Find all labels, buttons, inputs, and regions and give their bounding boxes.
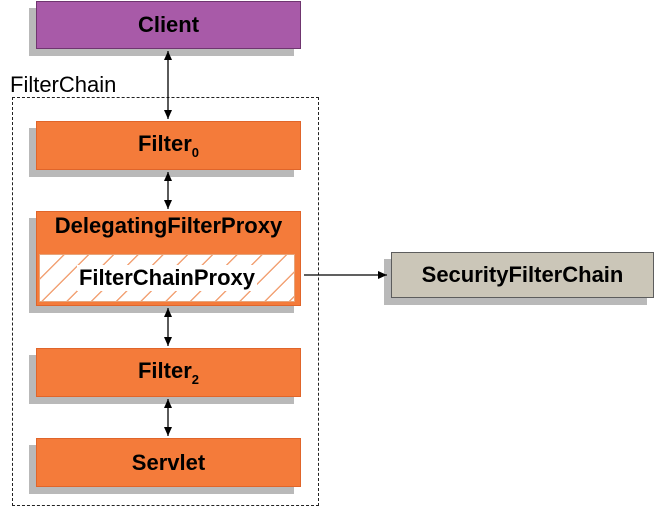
client-label: Client <box>137 12 200 37</box>
servlet-label: Servlet <box>131 449 206 475</box>
filter0-node: Filter0 <box>36 121 301 170</box>
filterchain-label: FilterChain <box>10 72 117 97</box>
filter2-node: Filter2 <box>36 348 301 397</box>
filter-chain-proxy-node: FilterChainProxy <box>39 254 295 302</box>
client-node: Client <box>36 1 301 49</box>
servlet-node: Servlet <box>36 438 301 487</box>
filter-chain-proxy-label: FilterChainProxy <box>76 265 258 291</box>
filter2-label: Filter2 <box>137 358 200 387</box>
filter0-label: Filter0 <box>137 131 200 160</box>
delegating-filter-proxy-label: DelegatingFilterProxy <box>54 213 283 238</box>
security-filter-chain-node: SecurityFilterChain <box>391 252 654 298</box>
security-filter-chain-label: SecurityFilterChain <box>421 262 624 287</box>
